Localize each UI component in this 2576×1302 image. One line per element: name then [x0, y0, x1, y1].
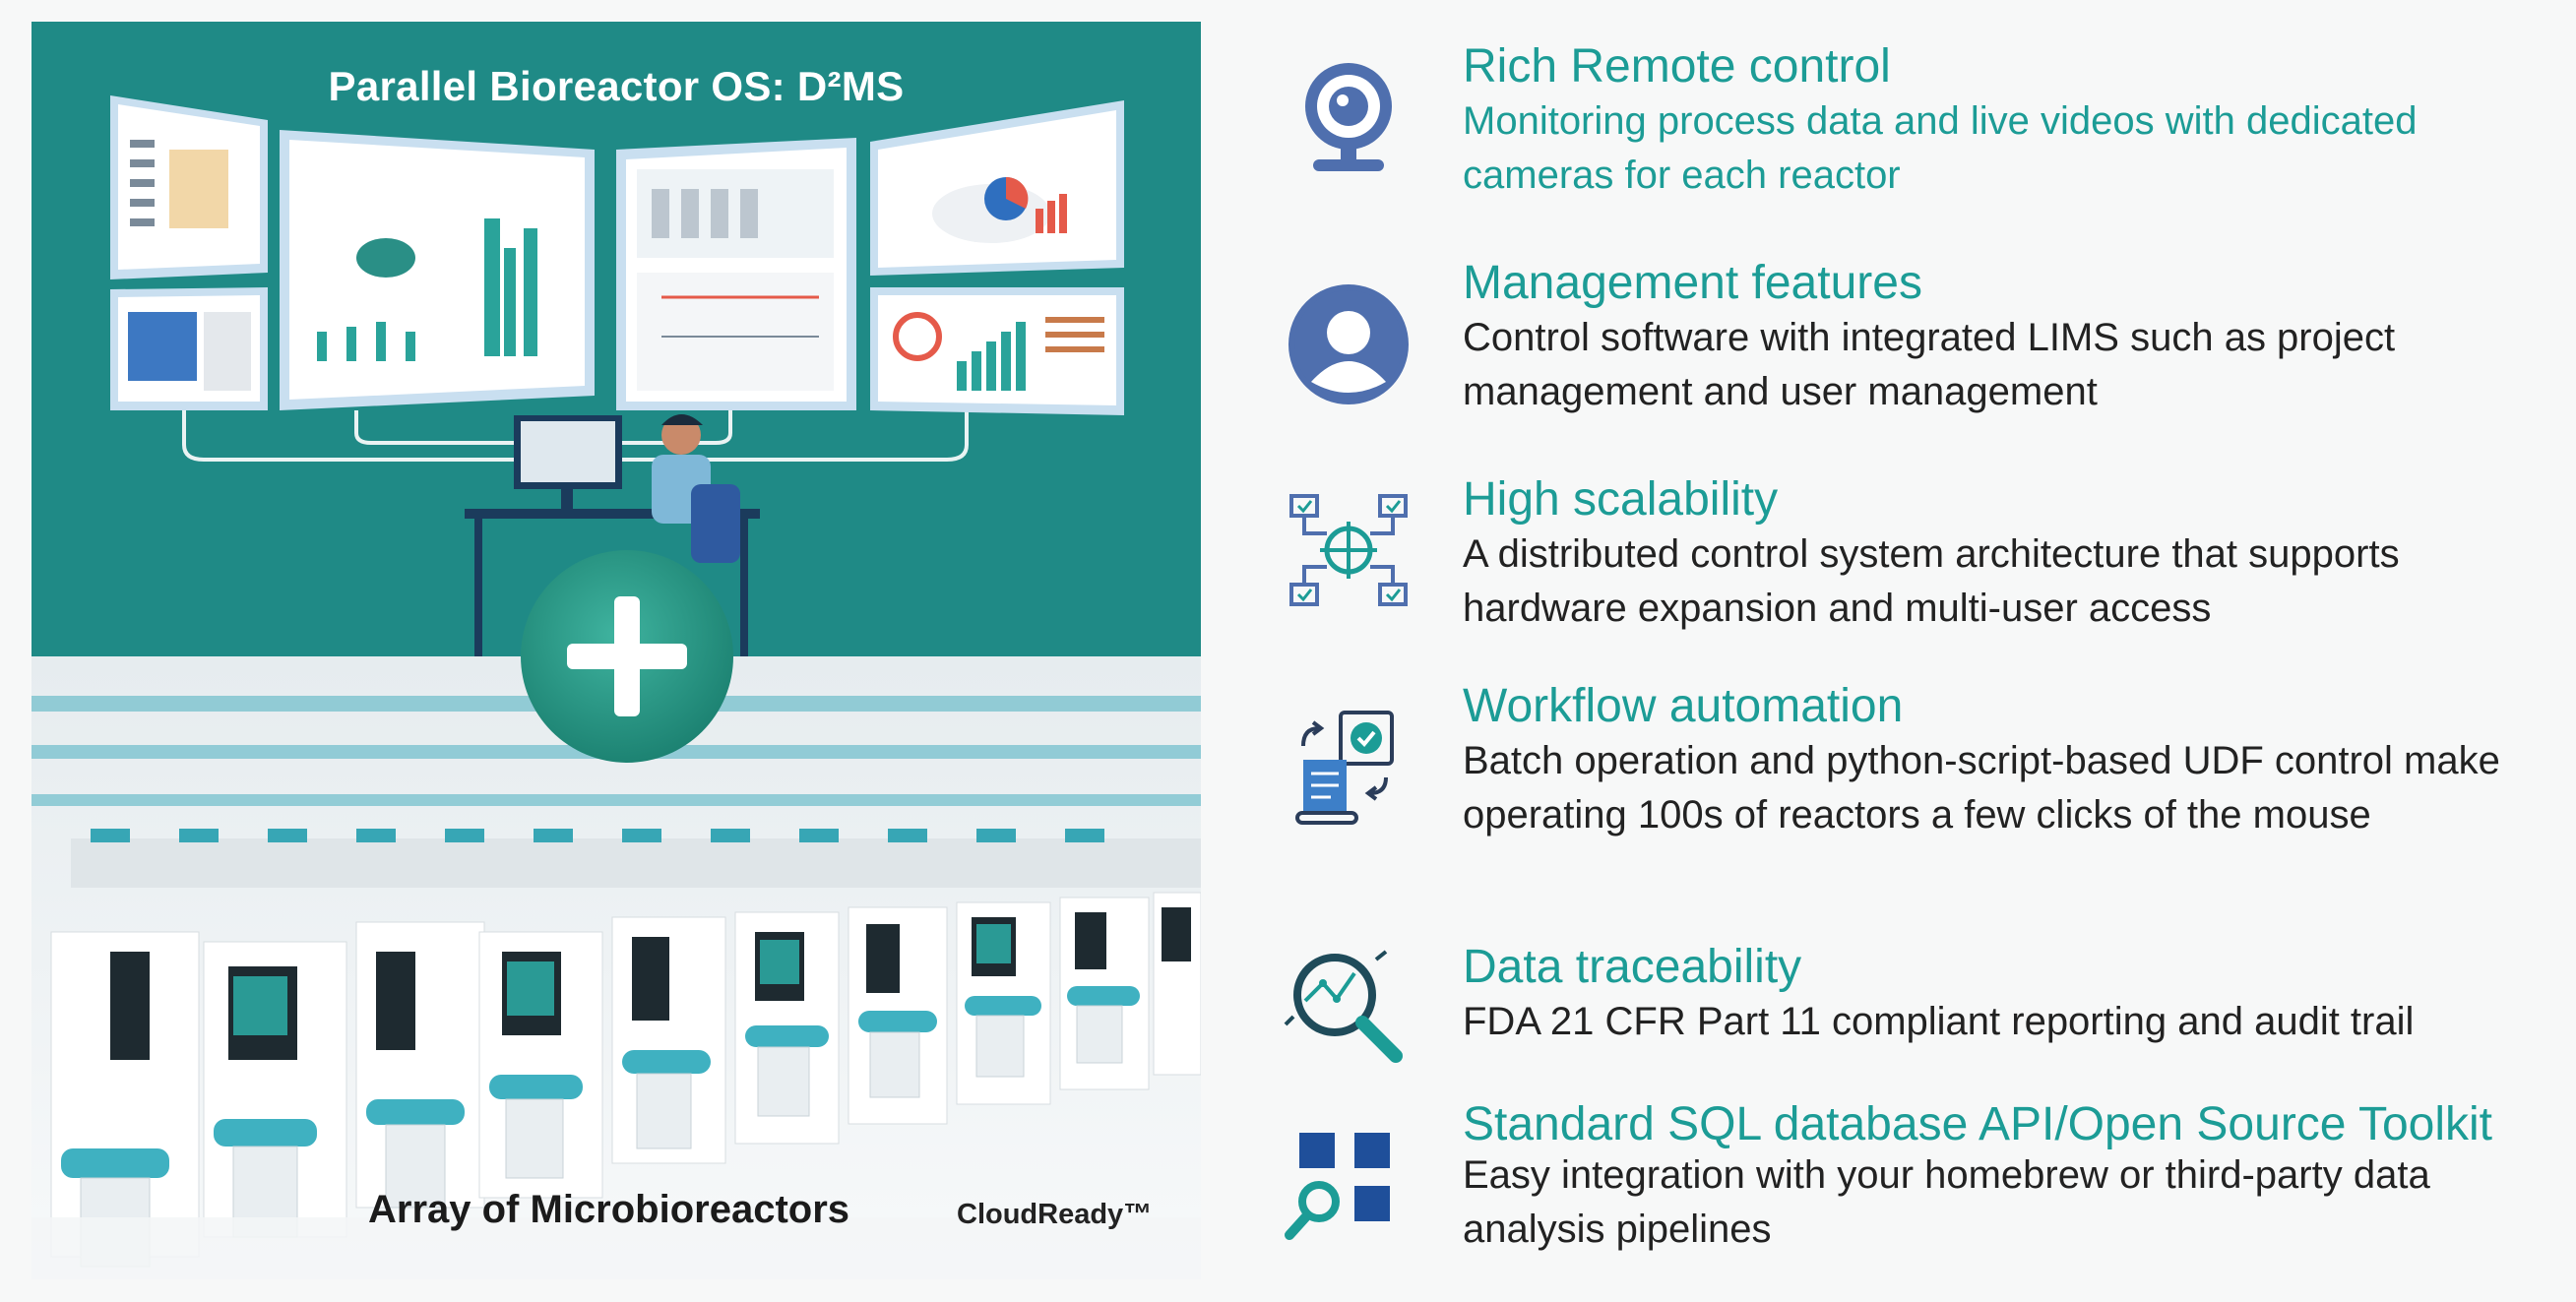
feature-title: High scalability — [1463, 473, 1779, 526]
plus-icon — [521, 550, 733, 763]
database-search-icon — [1285, 1133, 1390, 1240]
bioreactor-array-photo — [31, 656, 1201, 1279]
screen-right-upper — [870, 100, 1124, 276]
monitor-wall-illustration — [110, 95, 1124, 656]
feature-desc: Easy integration with your homebrew or t… — [1463, 1153, 2430, 1251]
feature-desc: A distributed control system architectur… — [1463, 532, 2400, 630]
cloudready-label: CloudReady™ — [957, 1199, 1153, 1230]
feature-title: Data traceability — [1463, 941, 1802, 993]
screen-center-right — [616, 138, 856, 410]
magnifier-chart-icon — [1284, 950, 1403, 1063]
workflow-icon — [1295, 711, 1394, 825]
feature-title: Rich Remote control — [1463, 40, 1891, 93]
feature-desc: Batch operation and python-script-based … — [1463, 739, 2500, 837]
network-icon — [1289, 494, 1408, 606]
screen-right-lower — [870, 287, 1124, 415]
feature-desc: Monitoring process data and live videos … — [1463, 99, 2418, 197]
screen-left-lower — [110, 287, 268, 410]
feature-desc: Control software with integrated LIMS su… — [1463, 316, 2396, 413]
operator-illustration — [465, 414, 760, 656]
feature-title: Management features — [1463, 257, 1922, 309]
user-icon — [1288, 284, 1409, 404]
feature-title: Standard SQL database API/Open Source To… — [1463, 1098, 2493, 1150]
array-label: Array of Microbioreactors — [368, 1188, 850, 1231]
feature-title: Workflow automation — [1463, 680, 1904, 732]
os-title: Parallel Bioreactor OS: D²MS — [328, 63, 905, 109]
os-dashboard-banner: Parallel Bioreactor OS: D²MS — [31, 22, 1201, 656]
feature-desc: FDA 21 CFR Part 11 compliant reporting a… — [1463, 1000, 2415, 1043]
screen-left-upper — [110, 95, 268, 279]
bioreactor-array-illustration — [31, 656, 1201, 1279]
product-illustration: Parallel Bioreactor OS: D²MS — [31, 22, 1201, 1279]
webcam-icon — [1305, 63, 1392, 171]
screen-center-left — [280, 130, 595, 410]
